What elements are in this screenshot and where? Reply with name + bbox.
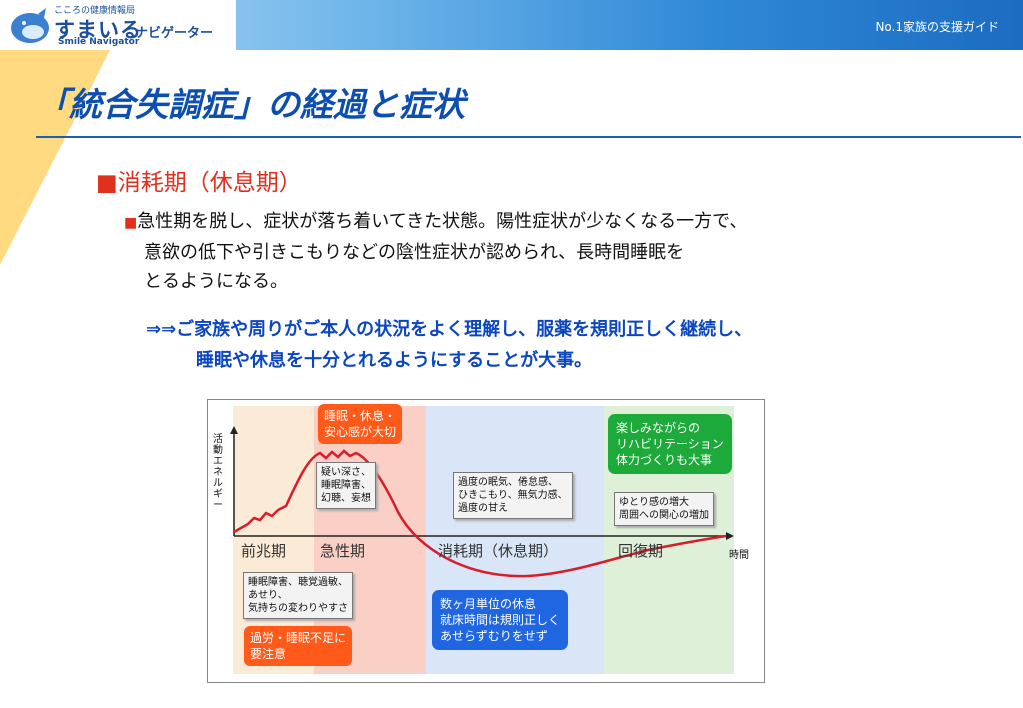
y-axis-arrow xyxy=(230,426,238,434)
box-line: リハビリテーション xyxy=(616,437,724,451)
logo-main-text: すまいる xyxy=(54,18,142,42)
box-line: ひきこもり、無気力感、 xyxy=(458,490,568,501)
key-advice: ⇒⇒ご家族や周りがご本人の状況をよく理解し、服薬を規則正しく継続し、 睡眠や休息… xyxy=(146,314,1006,376)
advice-line: ⇒⇒ご家族や周りがご本人の状況をよく理解し、服薬を規則正しく継続し、 xyxy=(146,319,753,340)
box-line: 楽しみながらの xyxy=(616,421,701,435)
box-line: 安心感が大切 xyxy=(324,425,397,439)
phase-label-recovery: 回復期 xyxy=(618,542,664,560)
bullet-line: ■急性期を脱し、症状が落ち着いてきた状態。陽性症状が少なくなる一方で、 xyxy=(124,207,1004,238)
box-enjoy-rehab: 楽しみながらの リハビリテーション 体力づくりも大事 xyxy=(608,414,732,474)
box-line: 数ヶ月単位の休息 xyxy=(440,597,537,611)
box-rest-advice: 数ヶ月単位の休息 就床時間は規則正しく あせらずむりをせず xyxy=(432,590,569,650)
box-line: あせり、 xyxy=(248,590,288,601)
logo-caption: こころの健康情報局 xyxy=(54,6,136,16)
box-line: 睡眠障害、 xyxy=(321,480,371,491)
logo-english: Smile Navigator xyxy=(58,37,140,47)
box-line: ゆとり感の増大 xyxy=(619,497,689,508)
box-line: 就床時間は規則正しく xyxy=(440,613,561,627)
x-axis-label: 時間 xyxy=(729,550,749,561)
bullet-marker: ■ xyxy=(124,215,138,231)
box-line: 過度の眠気、倦怠感、 xyxy=(458,477,558,488)
phase-label-exhaustion: 消耗期（休息期） xyxy=(438,542,559,560)
bullet-line-text: 急性期を脱し、症状が落ち着いてきた状態。陽性症状が少なくなる一方で、 xyxy=(137,211,748,232)
box-line: 睡眠障害、聴覚過敏、 xyxy=(248,577,348,588)
bullet-description: ■急性期を脱し、症状が落ち着いてきた状態。陽性症状が少なくなる一方で、 意欲の低… xyxy=(124,207,1004,296)
diagram-canvas xyxy=(230,406,734,674)
box-acute-symptoms: 疑い深さ、 睡眠障害、 幻聴、妄想 xyxy=(316,462,376,509)
logo[interactable]: こころの健康情報局 すまいる ナビゲーター Smile Navigator xyxy=(0,0,236,50)
course-diagram: 活動エネルギー 時間 前兆期 急性期 消耗期（休息期） 回復期 睡眠・休息・ 安… xyxy=(207,399,765,683)
box-line: 気持ちの変わりやすさ xyxy=(248,603,348,614)
advice-line: 睡眠や休息を十分とれるようにすることが大事。 xyxy=(196,350,593,371)
corner-decoration xyxy=(0,50,110,265)
box-exhaustion-symptoms: 過度の眠気、倦怠感、 ひきこもり、無気力感、 過度の甘え xyxy=(453,472,573,519)
x-axis-arrow xyxy=(726,532,734,540)
guide-label: No.1家族の支援ガイド xyxy=(875,20,999,34)
box-sleep-rest: 睡眠・休息・ 安心感が大切 xyxy=(318,404,403,444)
dolphin-icon xyxy=(11,8,49,43)
box-line: 過度の甘え xyxy=(458,503,508,514)
bullet-line: 意欲の低下や引きこもりなどの陰性症状が認められ、長時間睡眠を xyxy=(144,242,685,263)
section-heading: ■消耗期（休息期） xyxy=(96,170,302,196)
box-line: 要注意 xyxy=(250,647,287,661)
box-line: 周囲への関心の増加 xyxy=(619,510,709,521)
bullet-line: とるようになる。 xyxy=(144,271,288,292)
box-line: 体力づくりも大事 xyxy=(616,453,713,467)
phase-label-acute: 急性期 xyxy=(320,542,366,560)
box-line: 疑い深さ、 xyxy=(321,467,371,478)
phase-label-prodromal: 前兆期 xyxy=(241,542,287,560)
box-line: あせらずむりをせず xyxy=(440,629,548,643)
header-bar: こころの健康情報局 すまいる ナビゲーター Smile Navigator No… xyxy=(0,0,1023,50)
box-line: 睡眠・休息・ xyxy=(324,409,397,423)
title-divider xyxy=(36,136,1021,138)
box-line: 幻聴、妄想 xyxy=(321,493,371,504)
logo-sub-text: ナビゲーター xyxy=(135,26,214,41)
box-line: 過労・睡眠不足に xyxy=(250,631,347,645)
box-overwork-caution: 過労・睡眠不足に 要注意 xyxy=(244,626,353,666)
box-recovery-signs: ゆとり感の増大 周囲への関心の増加 xyxy=(614,492,714,526)
energy-curve xyxy=(233,449,727,578)
box-prodromal-symptoms: 睡眠障害、聴覚過敏、 あせり、 気持ちの変わりやすさ xyxy=(243,572,353,619)
slide-title: 「統合失調症」の経過と症状 xyxy=(36,85,465,124)
y-axis-label: 活動エネルギー xyxy=(213,434,223,511)
